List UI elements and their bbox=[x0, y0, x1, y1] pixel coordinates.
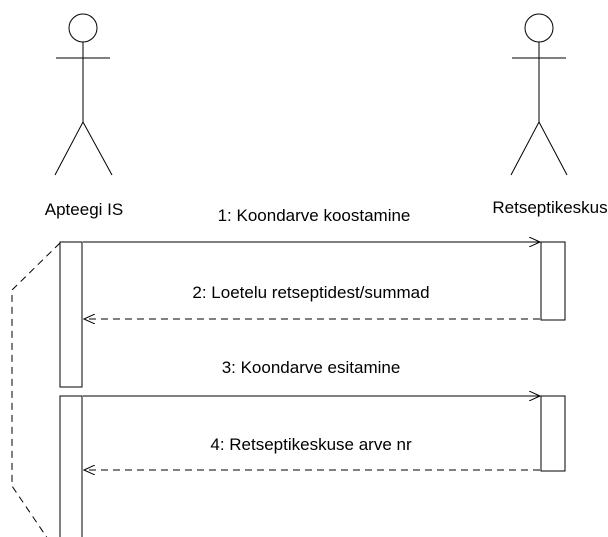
activation-box bbox=[59, 395, 83, 537]
actor-label: Retseptikeskus bbox=[492, 198, 607, 217]
message-4: 4: Retseptikeskuse arve nr bbox=[84, 435, 540, 470]
activation-box bbox=[540, 241, 566, 321]
message-label: 2: Loetelu retseptidest/summad bbox=[192, 283, 429, 302]
message-1: 1: Koondarve koostamine bbox=[83, 206, 540, 242]
message-label: 4: Retseptikeskuse arve nr bbox=[210, 435, 412, 454]
activation-box bbox=[59, 241, 83, 388]
stick-figure-icon bbox=[54, 13, 113, 176]
activation-box bbox=[540, 395, 566, 472]
message-label: 3: Koondarve esitamine bbox=[222, 358, 401, 377]
message-label: 1: Koondarve koostamine bbox=[218, 206, 411, 225]
stick-figure-icon bbox=[510, 13, 568, 176]
actor-retseptikeskus: Retseptikeskus bbox=[492, 13, 608, 217]
actor-label: Apteegi IS bbox=[45, 200, 123, 219]
loop-connector bbox=[11, 242, 61, 537]
message-2: 2: Loetelu retseptidest/summad bbox=[84, 283, 540, 319]
message-3: 3: Koondarve esitamine bbox=[83, 358, 540, 396]
actor-apteegi-is: Apteegi IS bbox=[45, 13, 123, 219]
